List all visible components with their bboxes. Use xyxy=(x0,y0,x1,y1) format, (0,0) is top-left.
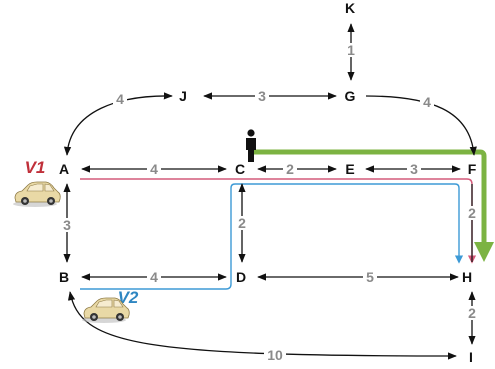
edge-weights: 4 3 1 4 4 2 3 2 3 2 4 5 2 10 xyxy=(60,42,479,363)
weight-B-D: 4 xyxy=(150,269,158,285)
weight-B-I: 10 xyxy=(267,347,283,363)
node-G: G xyxy=(345,88,356,104)
weight-C-D: 2 xyxy=(238,215,246,231)
passenger-route xyxy=(252,149,494,262)
node-A: A xyxy=(59,161,69,177)
edge-B-I xyxy=(67,291,457,360)
v2-route xyxy=(80,183,464,290)
v1-route xyxy=(80,178,477,264)
weight-A-C: 4 xyxy=(150,161,158,177)
car-icon xyxy=(13,181,61,207)
node-F: F xyxy=(468,161,477,177)
node-K: K xyxy=(345,0,355,16)
weight-H-I: 2 xyxy=(468,305,476,321)
v2-label: V2 xyxy=(118,288,139,307)
edge-A-J xyxy=(63,92,173,156)
v1-label: V1 xyxy=(25,158,46,177)
node-J: J xyxy=(179,88,187,104)
weight-C-E: 2 xyxy=(286,161,294,177)
weight-A-J: 4 xyxy=(116,91,124,107)
weight-A-B: 3 xyxy=(63,217,71,233)
node-C: C xyxy=(235,161,245,177)
node-D: D xyxy=(236,269,246,285)
weight-G-K: 1 xyxy=(347,42,355,58)
car-icon xyxy=(82,297,130,323)
node-I: I xyxy=(469,349,473,365)
node-B: B xyxy=(59,269,69,285)
weight-J-G: 3 xyxy=(258,88,266,104)
edge-G-F xyxy=(365,95,477,156)
weight-E-F: 3 xyxy=(410,161,418,177)
person-icon xyxy=(246,129,256,162)
weight-D-H: 5 xyxy=(366,269,374,285)
weight-G-F: 4 xyxy=(423,94,431,110)
node-H: H xyxy=(462,269,472,285)
node-E: E xyxy=(345,161,354,177)
node-labels: A B C D E F G H I J K xyxy=(59,0,477,365)
weight-F-H: 2 xyxy=(468,205,476,221)
